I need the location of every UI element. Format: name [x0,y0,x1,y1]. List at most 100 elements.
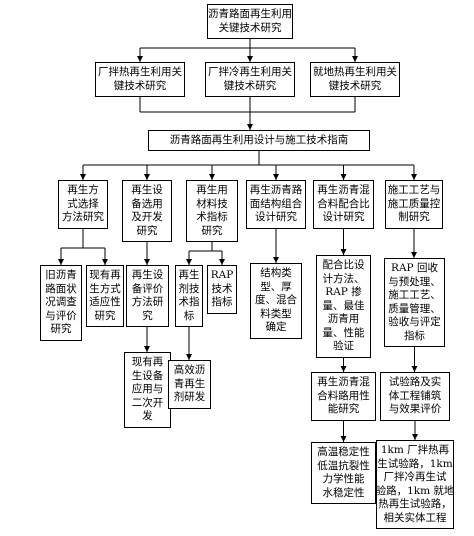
node-text-line: 料类型 [260,307,292,320]
node-text-line: RAP 掺 [325,286,362,299]
node-inplace-hot-recycling: 就地热再生利用关 键技术研究 [310,62,400,97]
node-rejuvenator-indices: 再生 剂技 术指 标 [175,265,203,327]
node-text-line: 设计研究 [255,211,297,224]
node-text-line: 能研究 [327,403,360,416]
node-text-line: 结构类 [260,267,292,280]
node-text-line: 质量管理、 [388,302,441,315]
node-text-line: 型、厚 [260,280,292,293]
node-text-line: 厂拌热再生利用关 [98,66,182,78]
node-text-line: 况调查 [45,296,77,309]
node-equipment-selection: 再生设 备选用 及开发 研究 [122,180,172,242]
node-text-line: 确定 [265,321,287,334]
node-text-line: 发 [142,410,153,423]
node-trial-road-detail: 1km 厂拌热再 生试验路，1km 厂拌冷再生试 验路，1km 就地 热再生试验… [376,440,454,529]
node-text-line: 现有再 [131,356,164,369]
node-text-line: 合料路用性 [317,389,370,402]
node-text-line: 适应性 [89,296,121,308]
node-text-line: 技术 [211,282,233,295]
node-text-line: 及开发 [131,211,163,223]
node-text-line: 沥青用 [327,313,360,326]
node-text-line: 1km 厂拌热再 [380,444,450,456]
node-mix-design: 再生沥青混 合料配合比 设计研究 [313,180,374,229]
node-text-line: 术指 [178,296,200,308]
node-text-line: 施工质量控 [387,197,441,210]
node-text-line: RAP 回收 [391,262,438,274]
node-text-line: 标 [183,309,195,322]
node-text-line: 生设备 [131,369,164,382]
node-text-line: 试验路及实 [388,376,442,389]
node-text-line: 厂拌冷再生试 [383,471,447,483]
node-text-line: 研究 [201,224,223,237]
node-text-line: 方法研究 [62,211,104,224]
node-construction-detail: RAP 回收 与预处理、 施工工艺、 质量管理、 验收与评定 指标 [384,258,445,347]
node-text-line: 与预处理、 [388,275,441,288]
node-method-selection: 再生方 式选择 方法研究 [58,180,108,229]
node-text-line: 现有再 [89,269,121,281]
node-text-line: RAP [210,269,234,282]
node-text-line: 与评价 [45,309,77,322]
node-text-line: 沥青路面再生利用设计与施工技术指南 [169,133,349,146]
node-text-line: 再生设 [131,184,163,196]
node-road-performance: 再生沥青混 合料路用性 能研究 [311,372,376,421]
node-construction-quality: 施工工艺与 施工质量控 制研究 [385,180,443,229]
node-text-line: 指标 [404,329,425,342]
node-text-line: 合料配合比 [317,197,370,210]
node-text-line: 再生 [178,269,200,281]
node-old-pavement-evaluation: 旧沥青 路面状 况调查 与评价 研究 [40,265,82,341]
node-text-line: 计方法、 [322,272,365,285]
node-text-line: 术指标 [196,211,228,223]
node-method-adaptability: 现有再 生方式 适应性 研究 [86,265,124,327]
node-text-line: 度、混合 [255,294,297,307]
node-text-line: 与效果评价 [388,403,442,416]
node-text-line: 再生沥青混 [317,376,370,389]
node-text-line: 施工工艺、 [388,289,441,301]
node-text-line: 验收与评定 [388,316,441,328]
node-text-line: 材料技 [196,197,228,210]
node-mix-method: 配合比设 计方法、 RAP 掺 量、最佳 沥青用 量、性能 验证 [316,255,371,358]
node-text-line: 沥青路面再生利用 [208,8,292,20]
node-text-line: 热再生试验路， [378,498,452,510]
node-root-research: 沥青路面再生利用 关键技术研究 [207,4,293,39]
node-text-line: 施工工艺与 [387,184,441,197]
node-text-line: 键技术研究 [113,79,167,92]
node-structure-design: 再生沥青路 面结构组合 设计研究 [246,180,306,229]
node-material-indices: 再生用 材料技 术指标 研究 [186,180,238,242]
node-text-line: 方法研 [131,296,164,308]
node-text-line: 面结构组合 [249,197,303,210]
node-trial-road: 试验路及实 体工程铺筑 与效果评价 [380,372,450,421]
node-text-line: 再生沥青混 [317,184,370,197]
node-text-line: 就地热再生利用关 [313,66,397,78]
node-text-line: 高温稳定性 [317,446,370,458]
node-text-line: 水稳定性 [322,486,365,499]
node-text-line: 二次开 [131,396,164,409]
node-text-line: 设计研究 [322,211,365,224]
node-text-line: 路面状 [45,282,77,295]
node-text-line: 式选择 [67,197,99,210]
node-text-line: 验证 [333,340,354,353]
node-design-construction-guide: 沥青路面再生利用设计与施工技术指南 [148,130,370,151]
node-structure-type: 结构类 型、厚 度、混合 料类型 确定 [250,263,302,339]
node-text-line: 低温抗裂性 [317,459,370,472]
node-text-line: 备评价 [131,282,164,295]
node-text-line: 验路，1km 就地 [375,484,455,497]
node-plant-hot-recycling: 厂拌热再生利用关 键技术研究 [95,62,185,97]
node-text-line: 再生方 [67,184,99,197]
node-text-line: 量、性能 [322,326,365,339]
node-rap-indices: RAP 技术 指标 [207,265,237,314]
node-text-line: 剂技 [178,282,200,295]
node-text-line: 高效沥 [173,364,206,377]
node-text-line: 剂研发 [173,391,206,404]
node-text-line: 再生用 [196,184,228,196]
node-performance-items: 高温稳定性 低温抗裂性 力学性能 水稳定性 [311,442,376,504]
node-text-line: 厂拌冷再生利用关 [208,66,292,78]
node-text-line: 研究 [94,309,116,322]
node-equipment-evaluation: 再生设 备评价 方法研 究 [126,265,169,327]
node-text-line: 研究 [136,224,158,237]
node-text-line: 应用与 [131,383,164,396]
node-text-line: 量、最佳 [322,299,365,312]
node-text-line: 键技术研究 [328,79,382,92]
node-equipment-development: 现有再 生设备 应用与 二次开 发 [124,352,171,428]
node-text-line: 生试验路，1km [377,457,453,470]
node-text-line: 备选用 [131,197,163,210]
